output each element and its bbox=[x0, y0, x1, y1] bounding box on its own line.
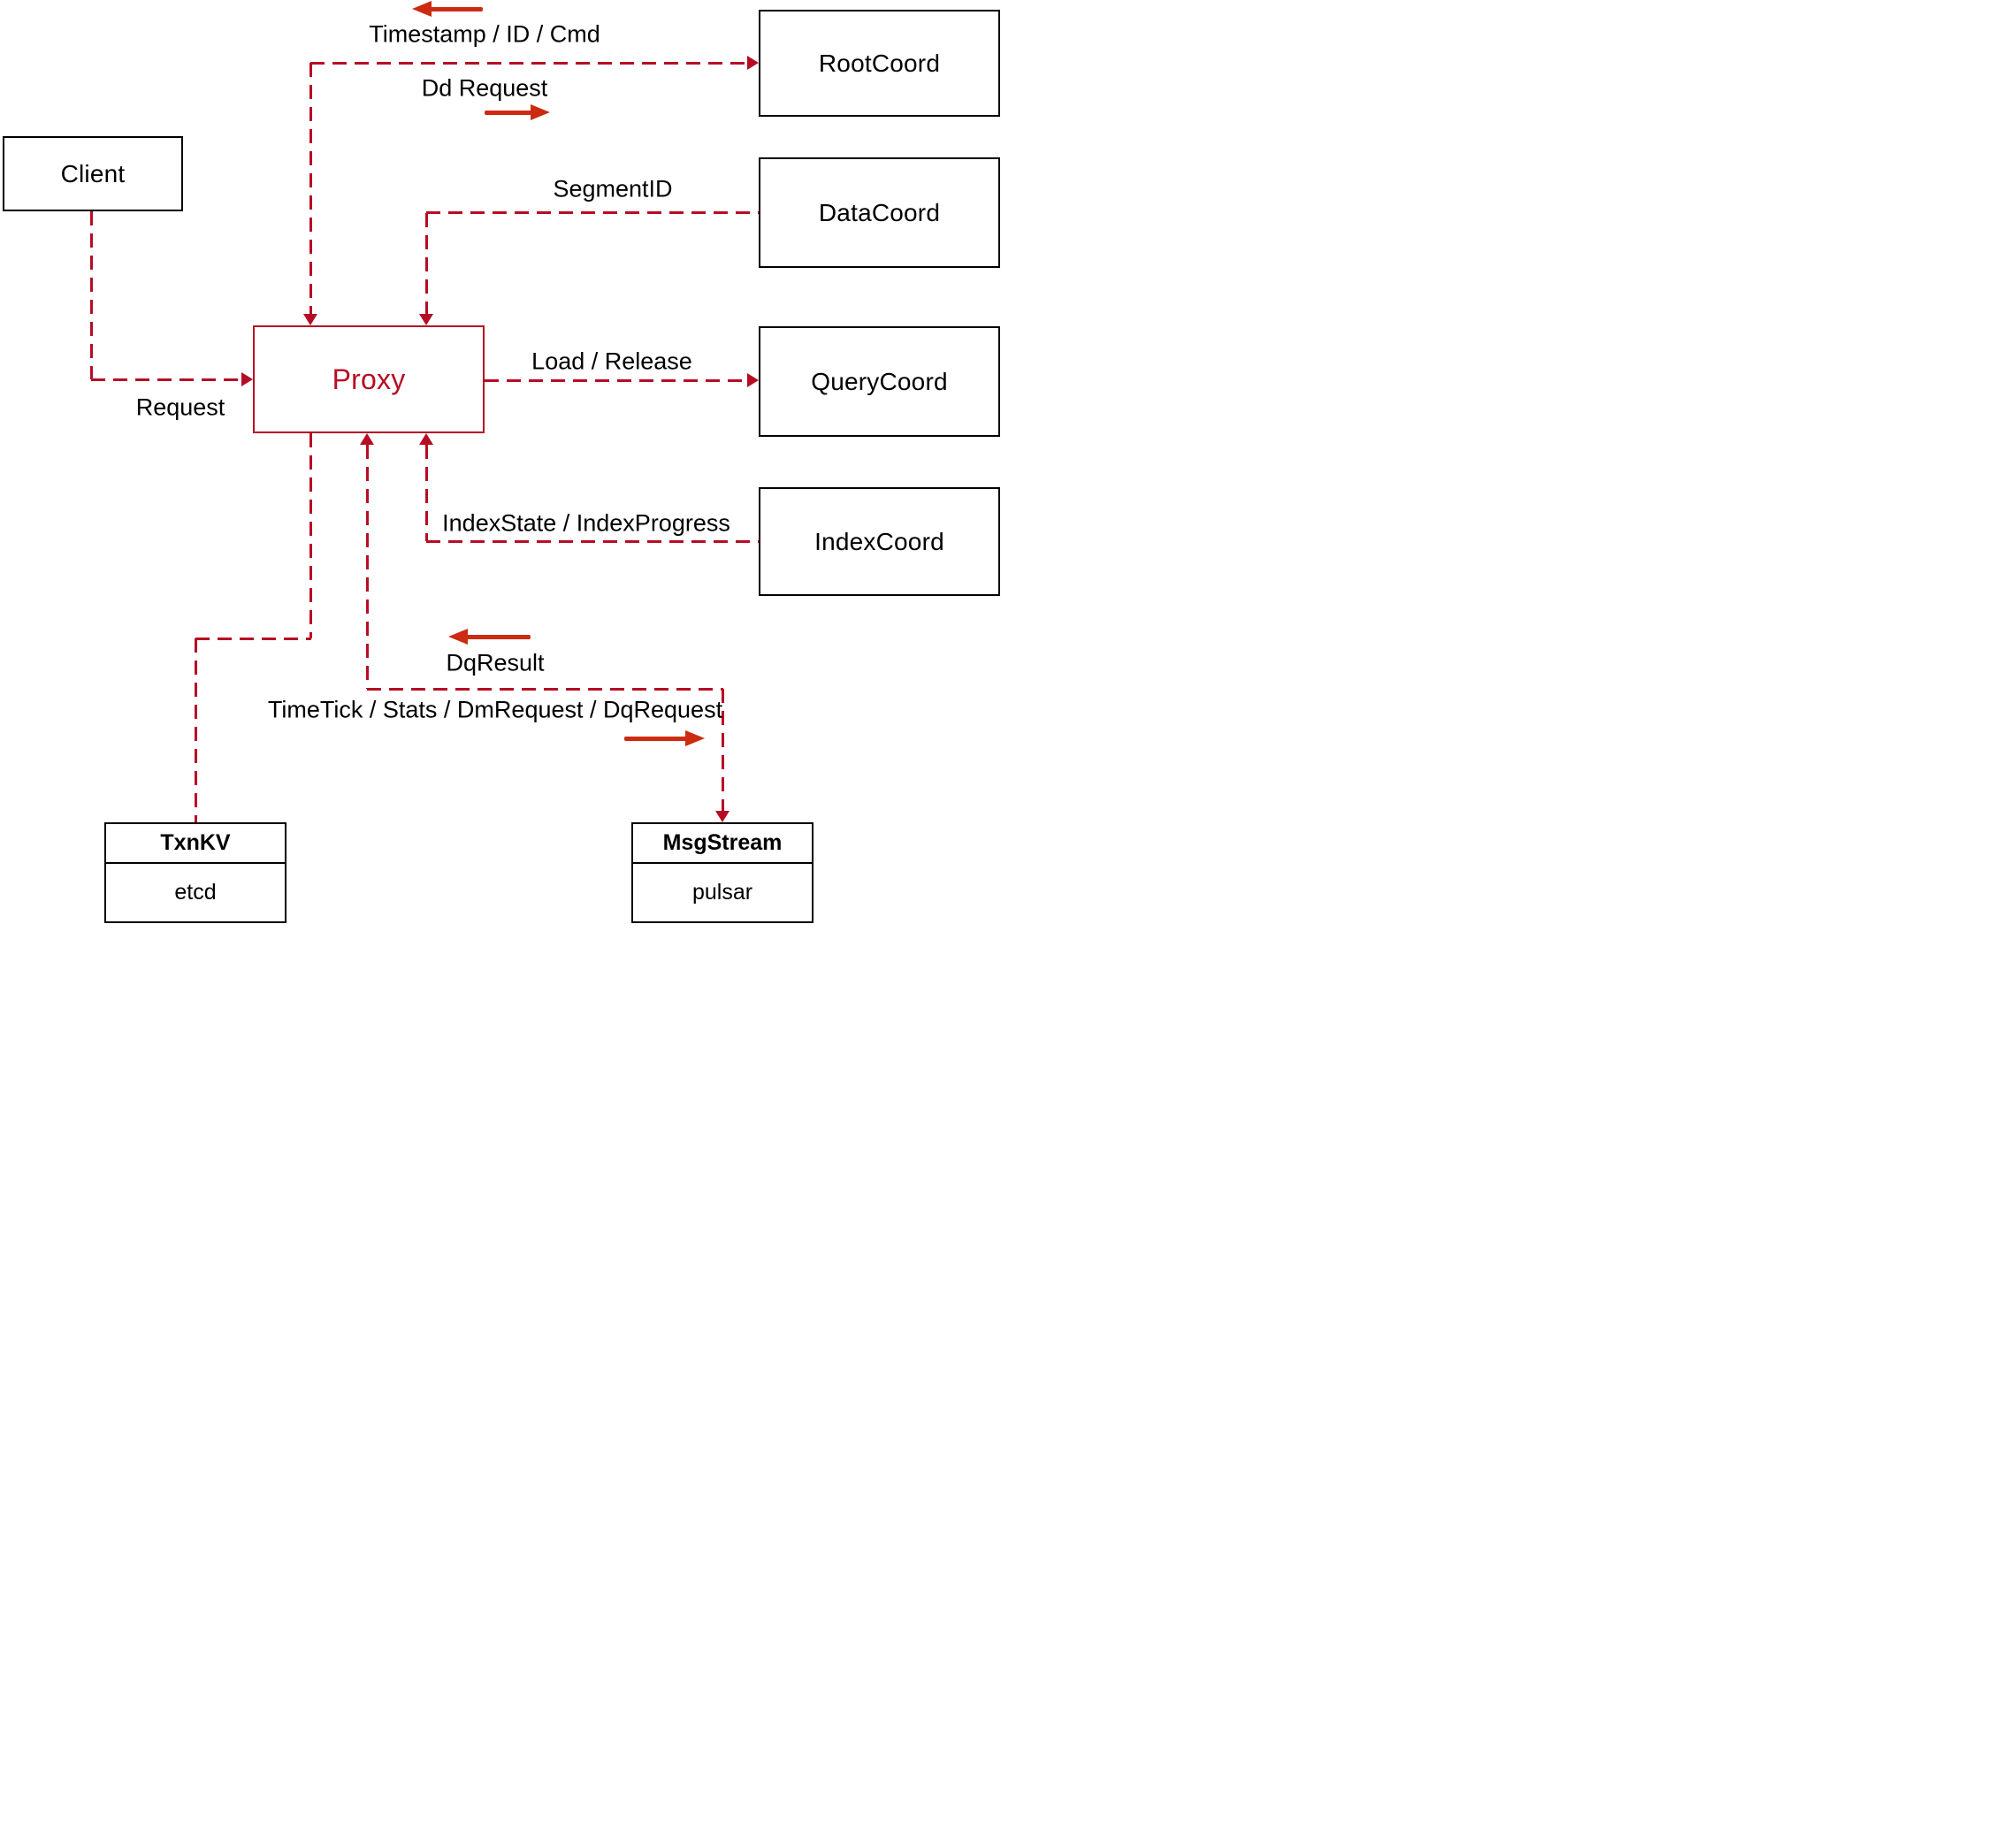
edge-label-timetick-stats-dmrequest-dqrequest: TimeTick / Stats / DmRequest / DqRequest bbox=[267, 696, 723, 723]
node-datacoord-label: DataCoord bbox=[818, 198, 941, 226]
edge-client-proxy-vertical bbox=[90, 211, 93, 379]
node-datacoord: DataCoord bbox=[759, 157, 1000, 268]
edge-label-indexstate-indexprogress: IndexState / IndexProgress bbox=[442, 509, 730, 537]
edge-datacoord-proxy-horizontal bbox=[426, 211, 759, 214]
direction-arrow-right-timetick-shaft bbox=[624, 737, 687, 741]
node-rootcoord: RootCoord bbox=[759, 10, 1000, 117]
arrowhead-into-rootcoord-icon bbox=[747, 56, 759, 70]
edge-label-timestamp-id-cmd: Timestamp / ID / Cmd bbox=[369, 20, 600, 48]
edge-label-segmentid: SegmentID bbox=[553, 175, 673, 202]
edge-indexcoord-proxy-vertical bbox=[425, 445, 428, 541]
node-indexcoord: IndexCoord bbox=[759, 487, 1000, 596]
edge-label-load-release: Load / Release bbox=[531, 347, 692, 375]
node-txnkv: TxnKV etcd bbox=[104, 822, 286, 923]
direction-arrow-right-ddrequest-icon bbox=[531, 104, 550, 120]
node-msgstream: MsgStream pulsar bbox=[631, 822, 814, 923]
node-proxy-label: Proxy bbox=[332, 363, 406, 395]
edge-proxy-msgstream-vertical-lower bbox=[722, 689, 724, 811]
edge-label-dd-request: Dd Request bbox=[421, 74, 548, 102]
edge-proxy-msgstream-vertical-upper bbox=[366, 445, 369, 689]
node-txnkv-impl: etcd bbox=[174, 880, 217, 905]
edge-label-dqresult: DqResult bbox=[446, 649, 545, 676]
edge-proxy-msgstream-horizontal bbox=[367, 688, 723, 691]
arrowhead-into-msgstream-icon bbox=[715, 811, 730, 822]
node-querycoord: QueryCoord bbox=[759, 326, 1000, 437]
direction-arrow-left-rootcoord-icon bbox=[412, 1, 432, 17]
proxy-architecture-diagram: Client RootCoord DataCoord QueryCoord In… bbox=[0, 0, 1004, 924]
node-rootcoord-label: RootCoord bbox=[818, 49, 941, 77]
edge-proxy-txnkv-vertical-upper bbox=[309, 433, 312, 638]
direction-arrow-left-dqresult-shaft bbox=[466, 635, 531, 639]
direction-arrow-right-ddrequest-shaft bbox=[485, 111, 532, 115]
arrowhead-into-proxy-left-icon bbox=[241, 372, 253, 386]
direction-arrow-left-dqresult-icon bbox=[448, 629, 468, 645]
edge-proxy-rootcoord-vertical bbox=[309, 63, 312, 315]
edge-proxy-txnkv-horizontal bbox=[195, 638, 311, 640]
node-client-label: Client bbox=[60, 159, 126, 187]
arrowhead-into-proxy-top-left-icon bbox=[303, 314, 317, 325]
node-msgstream-impl: pulsar bbox=[691, 880, 753, 905]
edge-label-request: Request bbox=[135, 393, 225, 421]
arrowhead-into-proxy-top-right-icon bbox=[419, 314, 433, 325]
edge-datacoord-proxy-vertical bbox=[425, 213, 428, 315]
direction-arrow-left-rootcoord-shaft bbox=[430, 7, 483, 11]
edge-client-proxy-horizontal bbox=[91, 378, 242, 381]
arrowhead-into-querycoord-icon bbox=[747, 373, 759, 387]
edge-proxy-txnkv-vertical-lower bbox=[195, 638, 197, 822]
node-querycoord-label: QueryCoord bbox=[811, 367, 948, 395]
node-msgstream-title: MsgStream bbox=[633, 824, 812, 864]
node-txnkv-title: TxnKV bbox=[106, 824, 285, 864]
node-proxy: Proxy bbox=[253, 325, 485, 433]
edge-proxy-querycoord-horizontal bbox=[485, 379, 747, 382]
arrowhead-into-proxy-bottom-right-icon bbox=[419, 433, 433, 445]
direction-arrow-right-timetick-icon bbox=[685, 730, 705, 746]
node-client: Client bbox=[3, 136, 183, 211]
edge-proxy-rootcoord-horizontal bbox=[310, 62, 747, 65]
node-indexcoord-label: IndexCoord bbox=[814, 527, 944, 555]
arrowhead-into-proxy-bottom-left-icon bbox=[360, 433, 374, 445]
edge-indexcoord-proxy-horizontal bbox=[426, 540, 759, 543]
